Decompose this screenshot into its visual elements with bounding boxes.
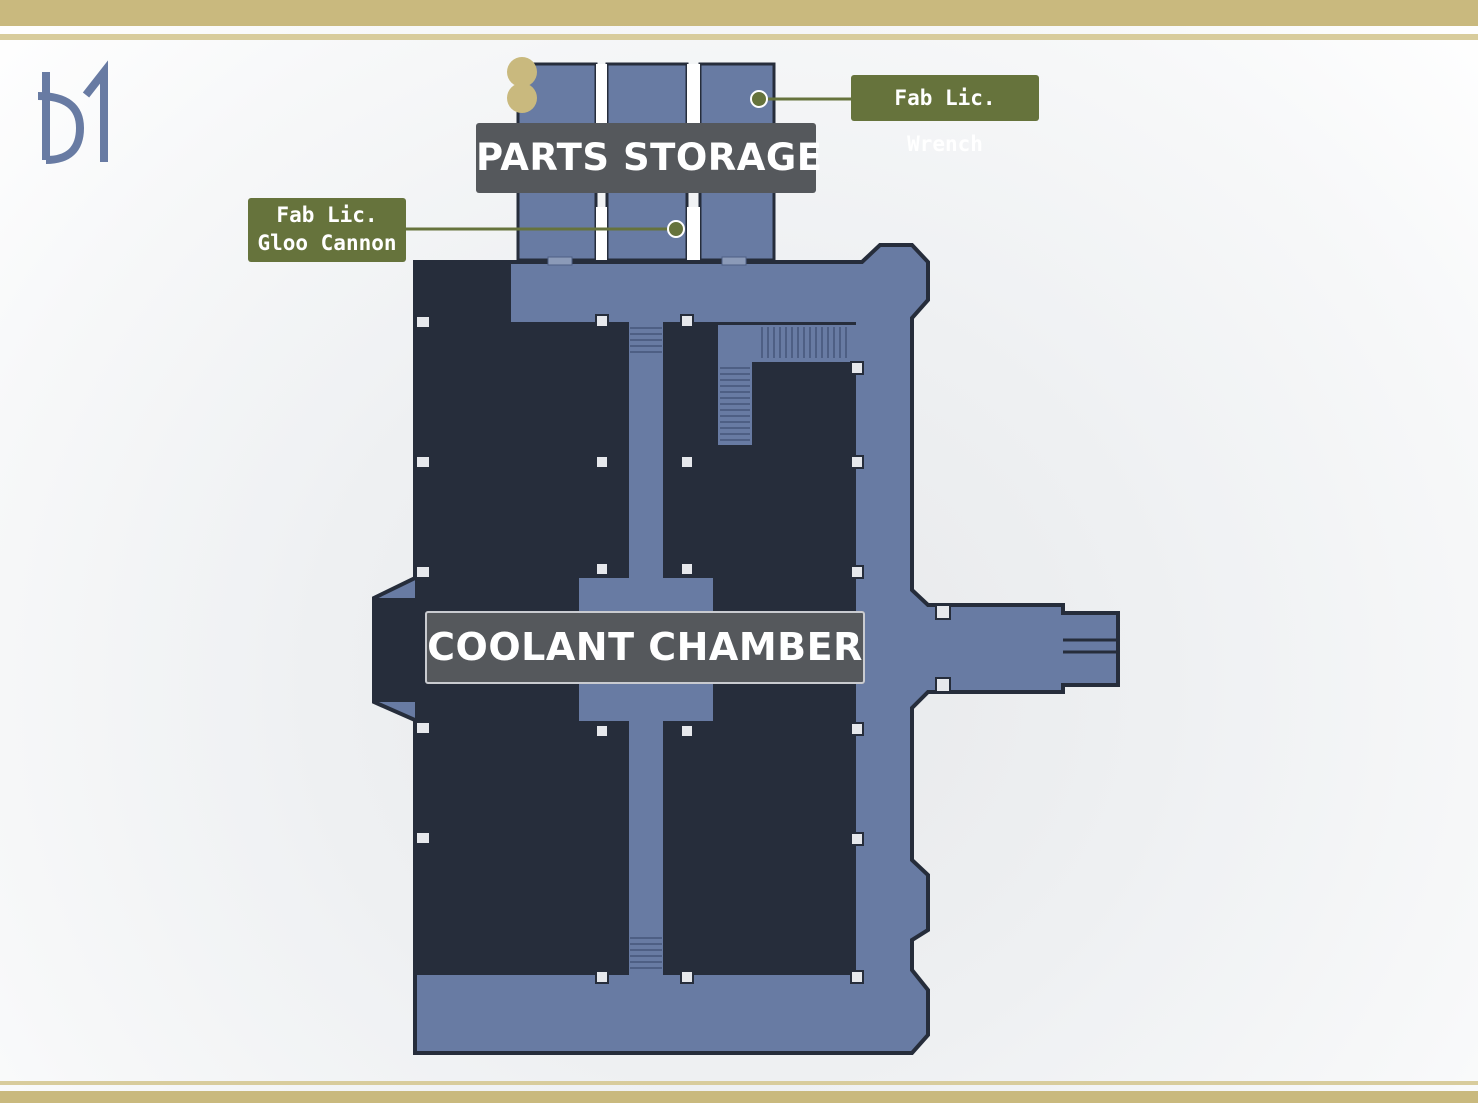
staircase-central-south [630, 937, 662, 969]
east-wing [1063, 638, 1118, 654]
staircase-ne [718, 325, 856, 445]
gold-marker [507, 57, 537, 87]
staircase-central-north [630, 327, 662, 353]
top-gold-line [0, 34, 1478, 40]
poi-wrench-text: Fab Lic. Wrench [894, 86, 996, 156]
gold-marker [507, 83, 537, 113]
poi-label-wrench: Fab Lic. Wrench [851, 75, 1039, 156]
pillars [415, 314, 951, 984]
bottom-gold-band [0, 1091, 1478, 1103]
top-gold-band [0, 0, 1478, 26]
room-label-parts-storage: PARTS STORAGE [476, 123, 822, 193]
poi-label-gloo-cannon: Fab Lic. Gloo Cannon [248, 198, 406, 262]
storage-doorways [547, 256, 747, 266]
room-label-coolant-chamber: COOLANT CHAMBER [425, 611, 865, 684]
gloo-cannon-location-dot [667, 220, 685, 238]
poi-connectors [406, 97, 851, 231]
poi-gloo-line2: Gloo Cannon [257, 231, 397, 255]
wrench-location-dot [750, 90, 768, 108]
level-b1-logo [37, 60, 108, 164]
bottom-gold-line [0, 1081, 1478, 1085]
poi-gloo-line1: Fab Lic. [276, 203, 378, 227]
